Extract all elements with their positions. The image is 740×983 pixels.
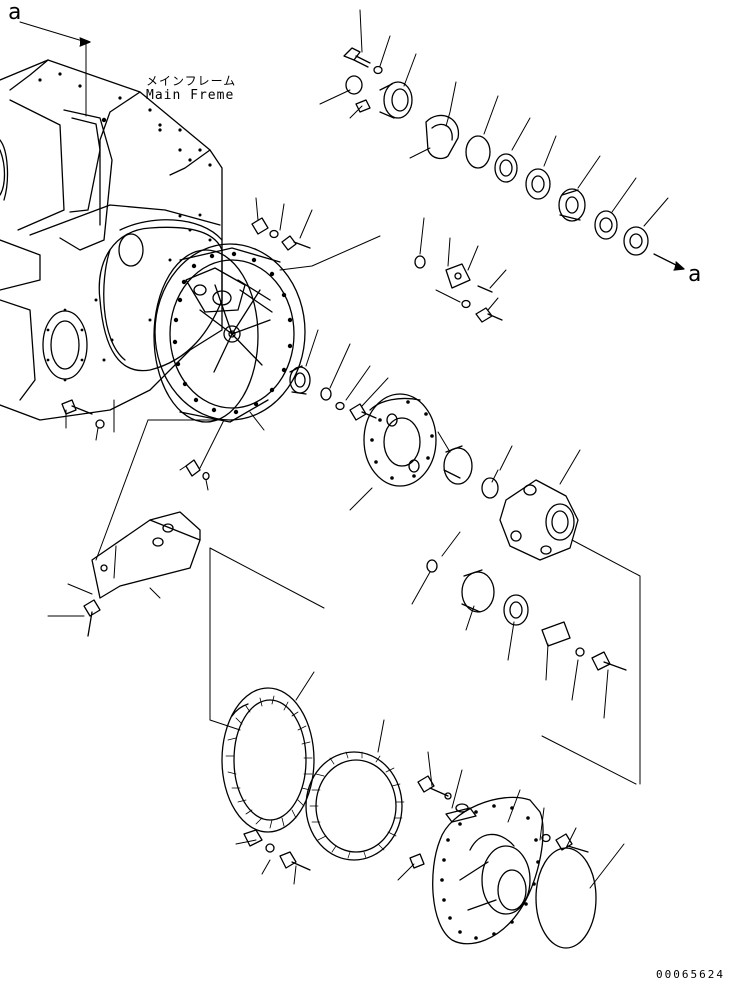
main-frame-label-japanese: メインフレーム	[146, 74, 237, 88]
planet-carrier-plate	[364, 394, 436, 486]
main-frame-label-english: Main Freme	[146, 88, 235, 103]
upper-shaft-parts	[344, 48, 684, 270]
final-drive-hub	[244, 776, 596, 948]
spline-ring-teeth	[310, 752, 404, 858]
support-bracket	[84, 512, 200, 636]
planet-carrier	[500, 480, 578, 560]
hub-bolt-ring	[440, 804, 540, 940]
leader-lines	[20, 10, 668, 888]
drawing-number: 00065624	[656, 968, 725, 981]
reference-mark-top-left: a	[8, 0, 22, 25]
ring-gear-teeth	[226, 696, 312, 828]
sun-gear-and-ring	[444, 446, 498, 498]
spline-ring	[306, 752, 402, 860]
gasket-plate	[99, 227, 222, 370]
final-drive-housing	[154, 244, 305, 422]
reference-mark-right: a	[688, 262, 702, 287]
planet-gears	[427, 560, 626, 670]
main-frame-housing	[0, 60, 222, 420]
ring-gear-large	[222, 688, 314, 832]
middle-small-parts	[62, 218, 502, 480]
